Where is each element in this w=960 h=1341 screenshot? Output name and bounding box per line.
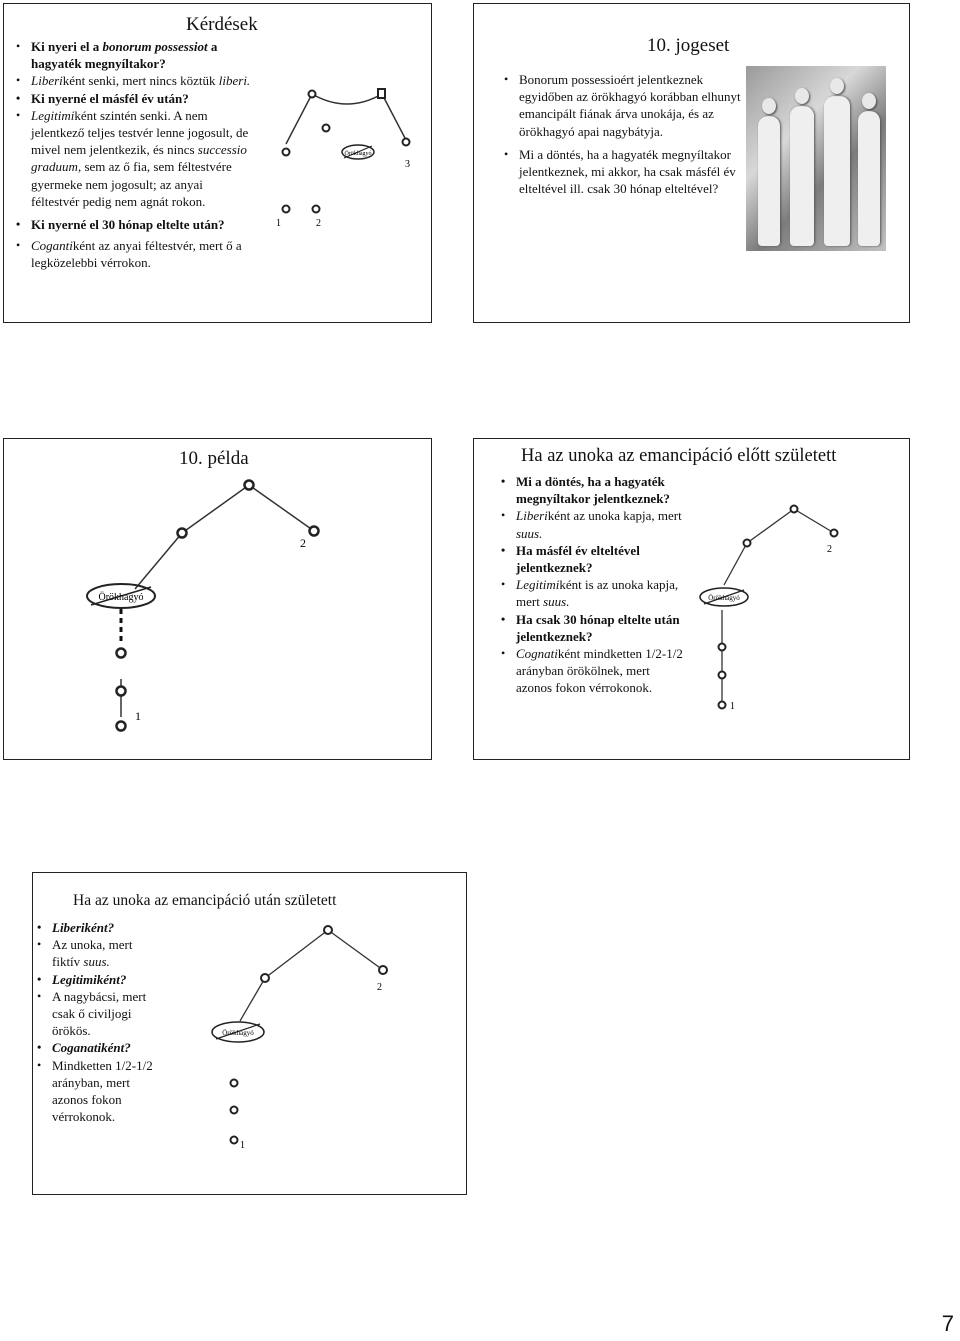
decision-list: Liberiként? Az unoka, mert fiktív suus. … <box>35 919 163 1125</box>
tree-label-2: 2 <box>300 536 306 550</box>
decision-list: Mi a döntés, ha a hagyaték megnyíltakor … <box>499 473 684 697</box>
slide-kerdesek: Kérdések Ki nyeri el a bonorum possessio… <box>3 3 432 323</box>
bullet: Mi a döntés, ha a hagyaték megnyíltakor … <box>499 473 684 507</box>
heir-label: Örökhagyó <box>222 1029 254 1037</box>
slide-pelda: 10. példa Örökhagyó 1 2 <box>3 438 432 760</box>
bullet: Liberiként senki, mert nincs köztük libe… <box>14 72 254 89</box>
tree-label-1: 1 <box>135 709 141 723</box>
tree-label-2: 2 <box>316 218 321 229</box>
bullet: Legitimiként szintén senki. A nem jelent… <box>14 107 254 210</box>
bullet: Ki nyerné el másfél év után? <box>14 90 254 107</box>
bullet: Cogantiként az anyai féltestvér, mert ő … <box>14 237 254 271</box>
roman-relief-photo <box>746 66 886 251</box>
bullet: A nagybácsi, mert csak ő civiljogi örökö… <box>35 988 163 1040</box>
tree-label-1: 1 <box>730 701 735 712</box>
family-tree-diagram: Örökhagyó 1 2 <box>86 479 320 732</box>
tree-label-2: 2 <box>377 982 382 993</box>
heir-label: Örökhagyó <box>708 594 740 602</box>
bullet: Mi a döntés, ha a hagyaték megnyíltakor … <box>502 146 744 198</box>
bullet: Az unoka, mert fiktív suus. <box>35 936 163 970</box>
question-list: Ki nyeri el a bonorum possessiot a hagya… <box>14 38 254 272</box>
family-tree-diagram: Örökhagyó 1 2 <box>211 925 388 1151</box>
bullet: Liberiként? <box>35 919 163 936</box>
family-tree-diagram: Örökhagyó 1 2 3 <box>276 88 411 229</box>
case-list: Bonorum possessioért jelentkeznek egyidő… <box>502 71 744 197</box>
heir-label: Örökhagyó <box>345 150 372 157</box>
slide-title: Ha az unoka az emancipáció előtt születe… <box>521 446 837 466</box>
bullet: Bonorum possessioért jelentkeznek egyidő… <box>502 71 744 140</box>
bullet: Cognatiként mindketten 1/2-1/2 arányban … <box>499 645 684 697</box>
bullet: Coganatiként? <box>35 1039 163 1056</box>
bullet: Legitimiként? <box>35 971 163 988</box>
bullet: Legitimiként is az unoka kapja, mert suu… <box>499 576 684 610</box>
slide-title: Kérdések <box>186 14 258 35</box>
slide-title: 10. jogeset <box>647 35 730 56</box>
tree-label-3: 3 <box>405 159 410 170</box>
bullet: Liberiként az unoka kapja, mert suus. <box>499 507 684 541</box>
page-number: 7 <box>941 1311 954 1336</box>
slide-unoka-utan: Ha az unoka az emancipáció után születet… <box>32 872 467 1195</box>
bullet: Ha másfél év elteltével jelentkeznek? <box>499 542 684 576</box>
tree-label-1: 1 <box>240 1140 245 1151</box>
family-tree-diagram: Örökhagyó 1 2 <box>699 504 839 712</box>
heir-label: Örökhagyó <box>99 591 144 603</box>
tree-label-1: 1 <box>276 218 281 229</box>
slide-jogeset: 10. jogeset Bonorum possessioért jelentk… <box>473 3 910 323</box>
bullet: Ki nyeri el a bonorum possessiot a hagya… <box>14 38 254 72</box>
slide-title: Ha az unoka az emancipáció után születet… <box>73 892 337 909</box>
slide-title: 10. példa <box>179 448 249 469</box>
bullet: Mindketten 1/2-1/2 arányban, mert azonos… <box>35 1057 163 1126</box>
tree-label-2: 2 <box>827 544 832 555</box>
bullet: Ki nyerné el 30 hónap eltelte után? <box>14 216 254 233</box>
slide-unoka-elott: Ha az unoka az emancipáció előtt születe… <box>473 438 910 760</box>
bullet: Ha csak 30 hónap eltelte után jelentkezn… <box>499 611 684 645</box>
